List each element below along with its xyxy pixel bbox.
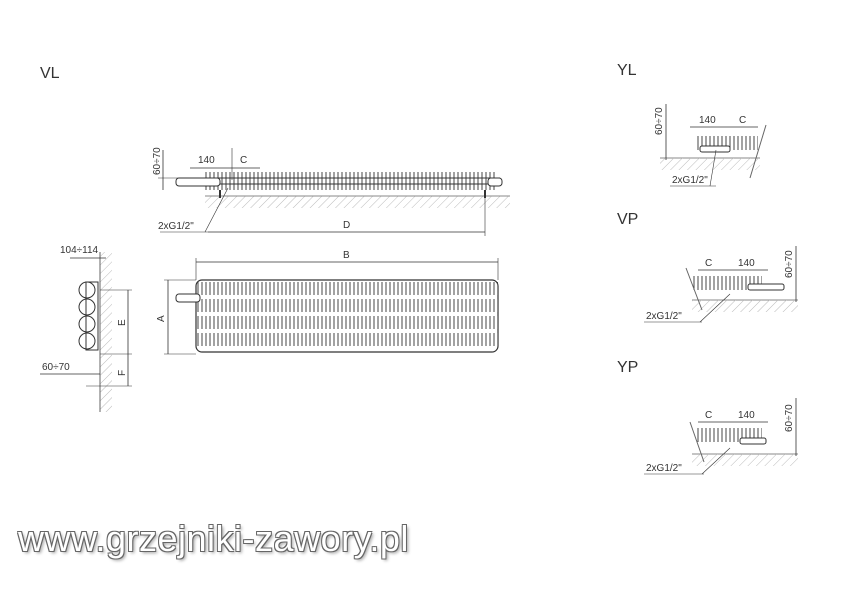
dim-height-yp: 60÷70	[784, 404, 795, 432]
dim-c-yl: C	[739, 115, 746, 126]
view-label-vp: VP	[617, 211, 638, 228]
dim-connection-vl: 2xG1/2"	[158, 221, 194, 232]
view-label-yp: YP	[617, 359, 638, 376]
yp-view: YP 60÷70 C 140 2xG1/2"	[617, 359, 798, 475]
radiator-fins	[205, 172, 495, 190]
dim-c-yp: C	[705, 410, 712, 421]
dim-d: D	[343, 220, 350, 231]
dim-height-profile: 60÷70	[42, 362, 70, 373]
dim-connection-vp: 2xG1/2"	[646, 311, 682, 322]
dim-height-vl: 60÷70	[152, 147, 163, 175]
dim-140-vl: 140	[198, 155, 215, 166]
wall-hatch	[100, 252, 112, 412]
vp-view: VP 60÷70 C 140 2xG1/2"	[617, 211, 798, 323]
vl-front-view: B A	[156, 250, 499, 355]
dim-c-vl: C	[240, 155, 247, 166]
dim-connection-yp: 2xG1/2"	[646, 463, 682, 474]
vl-profile-view: 104÷114 E F 60÷70	[40, 245, 132, 412]
dim-140-vp: 140	[738, 258, 755, 269]
floor-hatch	[205, 196, 510, 208]
dim-height-yl: 60÷70	[654, 107, 665, 135]
dim-b: B	[343, 250, 350, 261]
connection-pipe	[175, 177, 221, 187]
dim-height-vp: 60÷70	[784, 250, 795, 278]
watermark-text: www.grzejniki-zawory.pl	[18, 518, 409, 559]
dim-a: A	[156, 315, 167, 322]
view-label-yl: YL	[617, 62, 637, 79]
dim-f: F	[117, 370, 128, 376]
view-label-vl: VL	[40, 65, 60, 82]
dim-e: E	[117, 319, 128, 326]
dim-140-yl: 140	[699, 115, 716, 126]
dim-c-vp: C	[705, 258, 712, 269]
vl-side-view: VL 60÷70 140 C D 2xG1/2"	[40, 65, 510, 236]
yl-view: YL 60÷70 140 C 2xG1/2"	[617, 62, 767, 187]
dim-140-yp: 140	[738, 410, 755, 421]
dim-connection-yl: 2xG1/2"	[672, 175, 708, 186]
dim-depth: 104÷114	[60, 245, 99, 256]
